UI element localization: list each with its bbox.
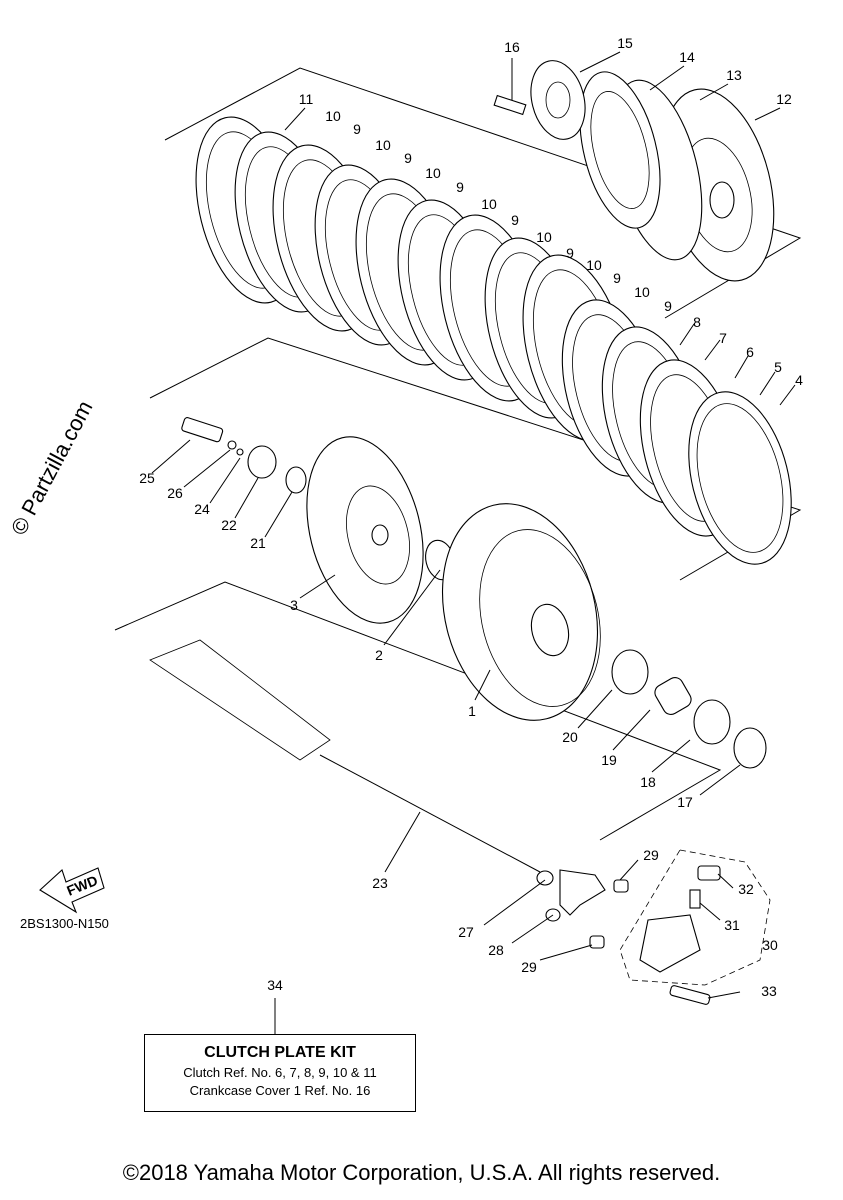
callout-10: 10 (375, 137, 391, 153)
diagram-code: 2BS1300-N150 (20, 916, 109, 931)
callout-18: 18 (640, 774, 656, 790)
clutch-plate-kit-box: CLUTCH PLATE KIT Clutch Ref. No. 6, 7, 8… (144, 1034, 416, 1112)
leader-lines (151, 51, 796, 1034)
callout-3: 3 (290, 597, 298, 613)
copyright-notice: ©2018 Yamaha Motor Corporation, U.S.A. A… (122, 1160, 721, 1185)
callout-21: 21 (250, 535, 266, 551)
callout-34: 34 (267, 977, 283, 993)
callout-2: 2 (375, 647, 383, 663)
callout-29: 29 (643, 847, 659, 863)
kit-title: CLUTCH PLATE KIT (204, 1044, 356, 1061)
callout-5: 5 (774, 359, 782, 375)
callout-33: 33 (761, 983, 777, 999)
callout-9: 9 (566, 245, 574, 261)
callout-9: 9 (404, 150, 412, 166)
callout-10: 10 (481, 196, 497, 212)
callout-23: 23 (372, 875, 388, 891)
release-lever-group (536, 849, 771, 1005)
callout-1: 1 (468, 703, 476, 719)
callout-4: 4 (795, 372, 803, 388)
callout-14: 14 (679, 49, 695, 65)
callout-numbers: 16 15 14 13 12 11 10 9 10 9 10 9 10 9 10… (139, 35, 803, 999)
callout-28: 28 (488, 942, 504, 958)
callout-10: 10 (425, 165, 441, 181)
callout-27: 27 (458, 924, 474, 940)
callout-12: 12 (776, 91, 792, 107)
small-parts-group (181, 417, 767, 769)
callout-30: 30 (762, 937, 778, 953)
fwd-arrow-icon: FWD (39, 867, 105, 914)
callout-8: 8 (693, 314, 701, 330)
callout-20: 20 (562, 729, 578, 745)
friction-plate-stack (195, 116, 792, 565)
callout-9: 9 (664, 298, 672, 314)
kit-line-1: Clutch Ref. No. 6, 7, 8, 9, 10 & 11 (183, 1065, 377, 1080)
kit-line-2: Crankcase Cover 1 Ref. No. 16 (189, 1083, 371, 1098)
clutch-boss-group (306, 436, 601, 721)
callout-9: 9 (613, 270, 621, 286)
callout-26: 26 (167, 485, 183, 501)
callout-9: 9 (456, 179, 464, 195)
callout-9: 9 (511, 212, 519, 228)
pressure-plate-group (493, 60, 775, 282)
callout-22: 22 (221, 517, 237, 533)
callout-10: 10 (325, 108, 341, 124)
callout-10: 10 (634, 284, 650, 300)
callout-7: 7 (719, 330, 727, 346)
frame-lower (114, 581, 722, 841)
callout-9: 9 (353, 121, 361, 137)
callout-15: 15 (617, 35, 633, 51)
callout-31: 31 (724, 917, 740, 933)
callout-19: 19 (601, 752, 617, 768)
callout-11: 11 (299, 91, 314, 107)
callout-29: 29 (521, 959, 537, 975)
callout-24: 24 (194, 501, 210, 517)
callout-25: 25 (139, 470, 155, 486)
callout-16: 16 (504, 39, 520, 55)
callout-13: 13 (726, 67, 742, 83)
mainshaft (149, 639, 541, 873)
callout-32: 32 (738, 881, 754, 897)
callout-17: 17 (677, 794, 693, 810)
callout-10: 10 (536, 229, 552, 245)
callout-10: 10 (586, 257, 602, 273)
callout-6: 6 (746, 344, 754, 360)
